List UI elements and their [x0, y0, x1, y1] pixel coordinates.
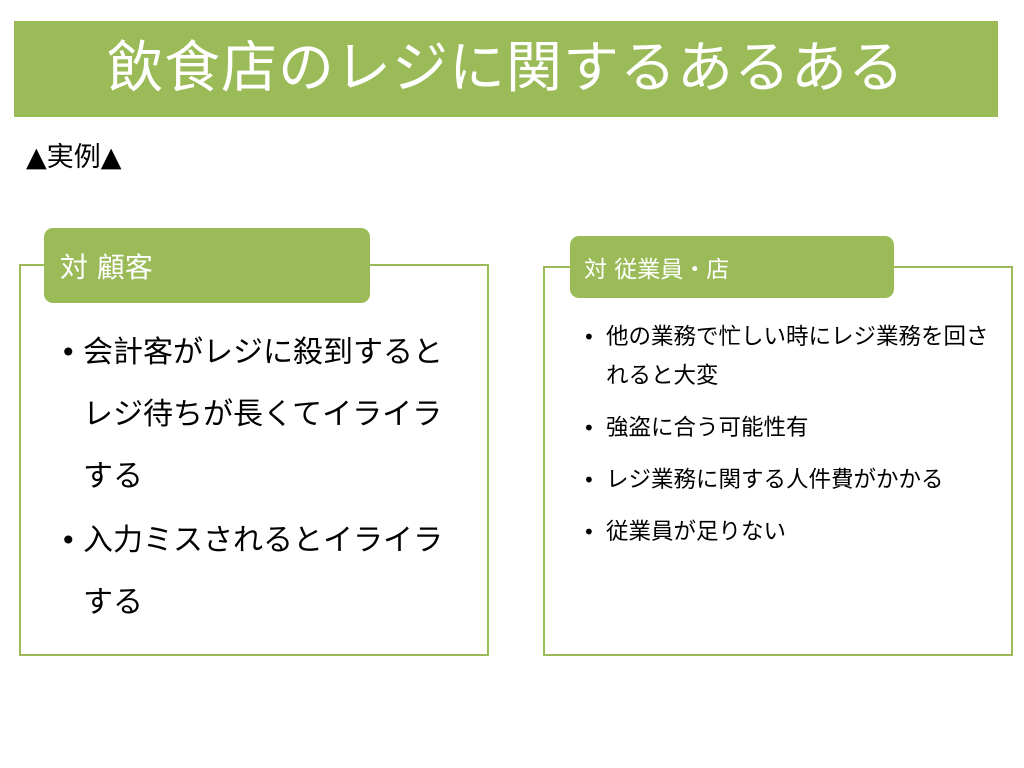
staff-store-panel-frame — [543, 266, 1013, 656]
list-item-text: 他の業務で忙しい時にレジ業務を回されると大変 — [606, 324, 989, 389]
list-item-text: 従業員が足りない — [606, 519, 787, 545]
list-item: • 従業員が足りない — [583, 513, 1003, 552]
list-item: • 入力ミスされるとイライラする — [60, 510, 460, 634]
bullet-icon: • — [583, 325, 595, 349]
staff-store-issue-list: • 他の業務で忙しい時にレジ業務を回されると大変 • 強盗に合う可能性有 • レ… — [583, 318, 1003, 565]
subheading: ▲実例▲ — [26, 142, 122, 173]
title-bar: 飲食店のレジに関するあるある — [14, 21, 998, 117]
bullet-icon: • — [60, 336, 77, 369]
list-item-text: 会計客がレジに殺到するとレジ待ちが長くてイライラする — [83, 335, 443, 494]
list-item: • 会計客がレジに殺到するとレジ待ちが長くてイライラする — [60, 322, 460, 508]
bullet-icon: • — [583, 416, 595, 440]
list-item: • 他の業務で忙しい時にレジ業務を回されると大変 — [583, 318, 1003, 396]
staff-store-panel-tab-label: 対 従業員・店 — [584, 257, 730, 283]
bullet-icon: • — [583, 520, 595, 544]
staff-store-panel-tab: 対 従業員・店 — [570, 236, 894, 298]
list-item: • レジ業務に関する人件費がかかる — [583, 461, 1003, 500]
customer-panel-frame — [19, 264, 489, 656]
customer-panel-tab: 対 顧客 — [44, 228, 370, 303]
list-item-text: 強盗に合う可能性有 — [606, 415, 809, 441]
list-item-text: 入力ミスされるとイライラする — [83, 523, 443, 620]
slide-title: 飲食店のレジに関するあるある — [107, 36, 905, 101]
customer-issue-list: • 会計客がレジに殺到するとレジ待ちが長くてイライラする • 入力ミスされるとイ… — [60, 322, 460, 636]
bullet-icon: • — [583, 468, 595, 492]
list-item: • 強盗に合う可能性有 — [583, 409, 1003, 448]
bullet-icon: • — [60, 524, 77, 557]
customer-panel-tab-label: 対 顧客 — [60, 250, 153, 284]
list-item-text: レジ業務に関する人件費がかかる — [606, 467, 944, 493]
